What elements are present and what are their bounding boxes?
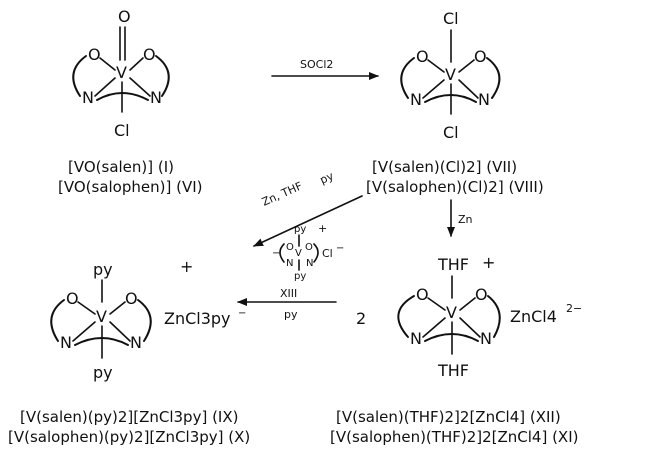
nitrogen-left-label: N [410,90,422,109]
oxygen-right-label: O [125,289,138,308]
reagent-zn: Zn [458,213,473,226]
caption-compound-IX: [V(salen)(py)2][ZnCl3py] (IX) [20,408,238,426]
oxygen-right-label: O [475,285,488,304]
xiii-nitrogen-left: N [286,258,293,269]
caption-compound-VII: [V(salen)(Cl)2] (VII) [372,158,517,176]
caption-compound-XI: [V(salophen)(THF)2]2[ZnCl4] (XI) [330,428,579,446]
oxygen-left-label: O [66,289,79,308]
vanadium-label: V [116,63,127,82]
reagent-socl2: SOCl2 [300,58,333,71]
oxygen-left-label: O [416,47,429,66]
nitrogen-left-label: N [410,329,422,348]
compound-XII-structure: THF + 2 V O O N N THF [356,253,501,380]
counterion-zncl3py-charge: − [238,308,246,319]
xiii-nitrogen-right: N [306,258,313,269]
nitrogen-left-label: N [60,333,72,352]
oxygen-right-label: O [143,45,156,64]
reagent-xiii: XIII [280,287,297,300]
plus-sign: + [180,257,193,276]
coefficient-two: 2 [356,309,366,328]
chloride-top-label: Cl [443,9,459,28]
arrow-zn-thf-py [253,195,363,247]
caption-compound-XII: [V(salen)(THF)2]2[ZnCl4] (XII) [336,408,561,426]
nitrogen-right-label: N [130,333,142,352]
nitrogen-right-label: N [478,90,490,109]
oxygen-left-label: O [88,45,101,64]
py-bottom-label: py [93,363,113,382]
chloride-bottom-label: Cl [443,123,459,142]
thf-top-label: THF [437,255,469,274]
nitrogen-right-label: N [150,88,162,107]
nitrogen-left-label: N [82,88,94,107]
thf-bottom-label: THF [437,361,469,380]
caption-compound-VIII: [V(salophen)(Cl)2] (VIII) [366,178,544,196]
compound-IX-structure: py + V O O N N py [50,257,193,382]
oxo-ligand-label: O [118,7,131,26]
vanadium-label: V [446,303,457,322]
xiii-chloride-charge: − [336,243,344,254]
nitrogen-right-label: N [480,329,492,348]
caption-compound-X: [V(salophen)(py)2][ZnCl3py] (X) [8,428,250,446]
counterion-zncl3py: ZnCl3py [164,309,231,328]
py-top-label: py [93,260,113,279]
plus-sign: + [482,253,495,272]
xiii-py-bottom-label: py [294,271,306,282]
xiii-oxygen-right: O [305,242,313,253]
xiii-chloride: Cl [322,247,333,260]
xiii-minus-sign: − [272,248,280,259]
xiii-oxygen-left: O [286,242,294,253]
counterion-zncl4-charge: 2− [566,302,582,315]
reagent-py: py [318,169,336,187]
oxygen-left-label: O [416,285,429,304]
caption-compound-VI: [VO(salophen)] (VI) [58,178,203,196]
compound-I-structure: O V O O N N Cl [72,7,170,140]
oxygen-right-label: O [474,47,487,66]
vanadium-label: V [96,307,107,326]
compound-XIII-structure: py + − O V O Cl − N N py [272,222,344,282]
reagent-zn-thf: Zn, THF [260,179,304,208]
caption-compound-I: [VO(salen)] (I) [68,158,174,176]
counterion-zncl4: ZnCl4 [510,307,557,326]
xiii-py-top-label: py [294,224,306,235]
compound-VII-structure: Cl V O O N N Cl [400,9,501,142]
vanadium-label: V [445,65,456,84]
reagent-xiii-py: py [284,308,298,321]
chloride-axial-label: Cl [114,121,130,140]
xiii-plus-sign: + [318,222,327,235]
xiii-vanadium: V [295,248,302,259]
